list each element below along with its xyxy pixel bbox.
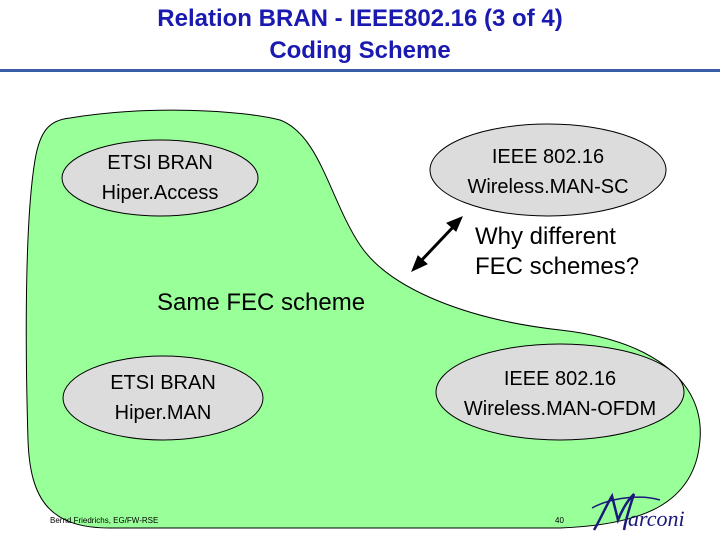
double-arrow: [411, 216, 463, 272]
hiperaccess-line-1: ETSI BRAN: [107, 152, 213, 174]
why-different-label: Why different FEC schemes?: [475, 222, 695, 282]
man-ofdm-label: IEEE 802.16 Wireless.MAN-OFDM: [436, 364, 684, 424]
hiperman-oval: [62, 355, 264, 441]
hiperman-line-2: Hiper.MAN: [114, 402, 212, 424]
man-sc-line-1: IEEE 802.16: [491, 146, 605, 168]
man-ofdm-oval: [435, 343, 685, 441]
hiperaccess-line-2: Hiper.Access: [101, 182, 219, 204]
hiperaccess-oval: [61, 139, 259, 217]
hiperman-label: ETSI BRAN Hiper.MAN: [63, 368, 263, 428]
why-line-2: FEC schemes?: [475, 253, 640, 280]
slide-title-line-2: Coding Scheme: [269, 37, 451, 64]
title-divider: [0, 69, 720, 72]
man-sc-label: IEEE 802.16 Wireless.MAN-SC: [430, 142, 666, 202]
svg-text:arconi: arconi: [628, 506, 685, 531]
hiperaccess-label: ETSI BRAN Hiper.Access: [62, 148, 258, 208]
footer-author: Bernd Friedrichs, EG/FW-RSE: [50, 516, 159, 525]
marconi-logo: arconi: [591, 492, 685, 531]
hiperman-line-1: ETSI BRAN: [110, 372, 216, 394]
man-ofdm-line-2: Wireless.MAN-OFDM: [463, 398, 657, 420]
page-number: 40: [555, 516, 564, 525]
slide-title-line-1: Relation BRAN - IEEE802.16 (3 of 4): [157, 5, 563, 32]
why-line-1: Why different: [475, 223, 616, 250]
man-sc-line-2: Wireless.MAN-SC: [467, 176, 629, 198]
same-fec-label: Same FEC scheme: [157, 289, 366, 316]
man-ofdm-line-1: IEEE 802.16: [503, 368, 617, 390]
man-sc-oval: [429, 123, 667, 217]
